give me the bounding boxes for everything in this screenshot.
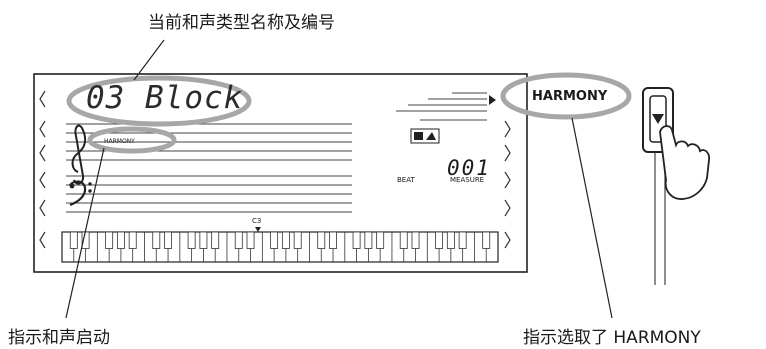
black-key — [270, 231, 279, 249]
black-key — [482, 231, 491, 249]
highlight-ovals — [66, 72, 632, 154]
lcd-frame — [33, 73, 528, 273]
black-key — [281, 231, 290, 249]
c3-marker-icon — [255, 227, 261, 232]
black-key — [116, 231, 125, 249]
black-key — [187, 231, 196, 249]
registration-icon — [410, 128, 440, 144]
black-key — [152, 231, 161, 249]
lcd-c3-label: C3 — [252, 217, 262, 225]
callout-harmony-selected: 指示选取了 HARMONY — [523, 328, 701, 348]
black-key — [199, 231, 208, 249]
pointing-hand-icon — [659, 125, 710, 200]
black-key — [105, 231, 114, 249]
lcd-harmony-small: HARMONY — [104, 138, 135, 145]
black-key — [399, 231, 408, 249]
black-key — [376, 231, 385, 249]
down-arrow-icon — [652, 114, 664, 124]
oval-harmony-indicator — [500, 72, 632, 120]
tempo-lines — [396, 92, 487, 121]
black-key — [246, 231, 255, 249]
black-key — [364, 231, 373, 249]
right-brackets — [504, 120, 511, 249]
black-key — [317, 231, 326, 249]
black-key — [128, 231, 137, 249]
black-key — [211, 231, 220, 249]
black-key — [352, 231, 361, 249]
lcd-measure-value: 001 — [447, 156, 491, 180]
callout-harmony-on: 指示和声启动 — [8, 328, 110, 348]
black-key — [164, 231, 172, 249]
oval-main-display — [66, 75, 252, 127]
keyboard — [61, 231, 499, 263]
lcd-measure-label: MEASURE — [450, 176, 485, 184]
leader-lines — [65, 39, 613, 319]
oval-harmony-small — [87, 126, 177, 154]
black-key — [234, 231, 243, 249]
black-key — [411, 231, 420, 249]
lcd-harmony-indicator: HARMONY — [532, 89, 608, 104]
treble-clef-icon — [71, 124, 87, 185]
callout-current-harmony: 当前和声类型名称及编号 — [148, 13, 335, 33]
black-key — [458, 231, 467, 249]
harmony-pointer-icon — [489, 95, 496, 105]
black-key — [69, 231, 78, 249]
lcd-beat-label: BEAT — [397, 176, 415, 184]
black-key — [446, 231, 455, 249]
bass-clef-icon — [69, 180, 92, 207]
black-key — [329, 231, 337, 249]
lcd-main-display: 03 Block — [86, 80, 244, 116]
black-key — [435, 231, 444, 249]
black-key — [293, 231, 302, 249]
left-brackets — [39, 90, 46, 249]
